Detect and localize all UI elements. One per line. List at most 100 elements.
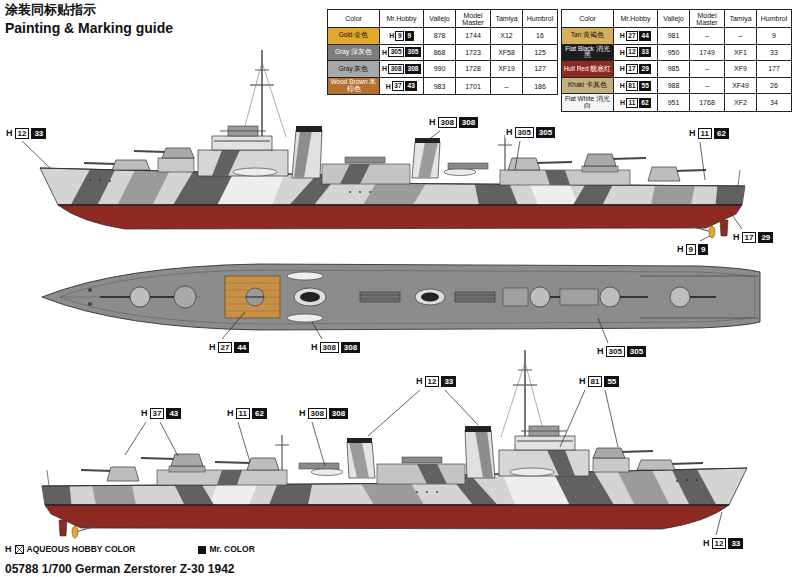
hobby-code: 308 [405,64,421,74]
hobby-code: 11 [626,98,638,108]
table-header-cell: Model Master [456,10,491,27]
bridge [220,131,266,132]
color-callout: H2744 [208,342,250,353]
color-callout: H3743 [140,408,182,419]
callout-prefix: H [703,538,710,549]
hobby-code: 308 [388,64,404,74]
column-header: Model Master [457,12,489,26]
paint-code: 988 [668,82,680,89]
table-cell: XF49 [725,78,757,94]
hobby-cell: H99 [380,28,424,44]
funnels [415,138,440,143]
hobby-prefix: H [620,65,625,72]
paint-code: 981 [668,32,680,39]
hobby-code: 12 [626,47,638,57]
boats [233,168,277,176]
callout-prefix: H [299,408,306,419]
column-header: Model Master [691,12,723,26]
leader-lines [598,318,608,343]
leader-lines [730,212,742,229]
callout-number: 44 [234,342,249,353]
callout-prefix: H [416,376,423,387]
paint-code: 1728 [465,65,481,72]
hull [40,160,750,229]
paint-code: 951 [668,99,680,106]
callout-number: 9 [686,244,696,255]
table-cell: 878 [424,28,456,44]
funnels-top [294,288,445,306]
turrets-top [100,286,716,308]
portholes [99,179,101,181]
color-callout: H1162 [688,128,730,139]
paint-code: 26 [770,82,778,89]
ship-top-view [42,264,760,330]
turrets-top [100,296,130,298]
table-cell: X12 [491,28,523,44]
callout-number: 62 [252,408,267,419]
color-name: Flat Black 消光黑 [563,46,612,60]
paint-code: – [705,82,709,89]
callout-number: 308 [459,117,478,128]
funnels [292,130,322,178]
callout-prefix: H [141,408,148,419]
aqueous-symbol [16,546,23,553]
ship-top-view [42,264,760,330]
torpedo-tubes [360,292,400,302]
callout-number: 17 [742,232,757,243]
table-cell: – [690,78,725,94]
hobby-code: 29 [639,64,651,74]
table-cell: 951 [658,94,690,111]
turrets-top [130,287,150,307]
forward-guns [158,158,194,172]
deck-fittings [88,288,92,292]
callout-prefix: H [209,342,216,353]
mast [504,135,505,172]
paint-code: 186 [534,83,546,90]
callout-prefix: H [579,376,586,387]
color-swatch: Khaki 卡其色 [562,78,614,94]
table-cell: 177 [757,61,791,77]
legend-text: Mr. COLOR [209,544,254,555]
paint-code: X12 [500,32,512,39]
paint-code: 16 [536,32,544,39]
hobby-code: 27 [626,31,638,41]
funnels [296,126,322,132]
callout-prefix: H [429,117,436,128]
color-callout: H1233 [5,128,47,139]
callout-number: 12 [15,128,30,139]
hobby-code: 43 [405,81,417,91]
bridge [198,150,288,176]
bridge [212,136,272,150]
aft-guns [738,170,740,186]
leader-lines [515,141,520,170]
deck-fittings [88,302,92,306]
paint-code: 177 [768,65,780,72]
torpedo-tubes [455,299,495,300]
paint-code: – [705,32,709,39]
column-header: Color [579,15,596,22]
table-cell: 33 [757,45,791,61]
deckhouses [448,163,488,169]
deckhouses [322,157,630,185]
column-header: Humbrol [527,15,553,22]
paint-code: XF49 [732,82,749,89]
bridge [214,140,270,141]
table-header-cell: Mr.Hobby [614,10,658,27]
color-table: ColorMr.HobbyVallejoModel MasterTamiyaHu… [561,9,792,112]
leader-lines [22,141,50,168]
paint-code: 990 [434,65,446,72]
turrets-top [620,296,648,298]
callout-prefix: H [506,127,513,138]
table-cell: 1728 [456,61,491,77]
paint-code: 1768 [699,99,715,106]
table-cell: 983 [424,78,456,95]
table-cell: 127 [523,61,557,77]
paint-code: – [739,32,743,39]
table-cell: – [491,78,523,95]
table-row: Gold 金色H998781744X1216 [328,28,557,45]
leader-lines [428,131,440,140]
chinese-heading: 涂装同标贴指示 [5,2,173,18]
hull [58,205,742,229]
table-row: Hull Red 舰底红H1729985–XF9177 [562,61,791,78]
